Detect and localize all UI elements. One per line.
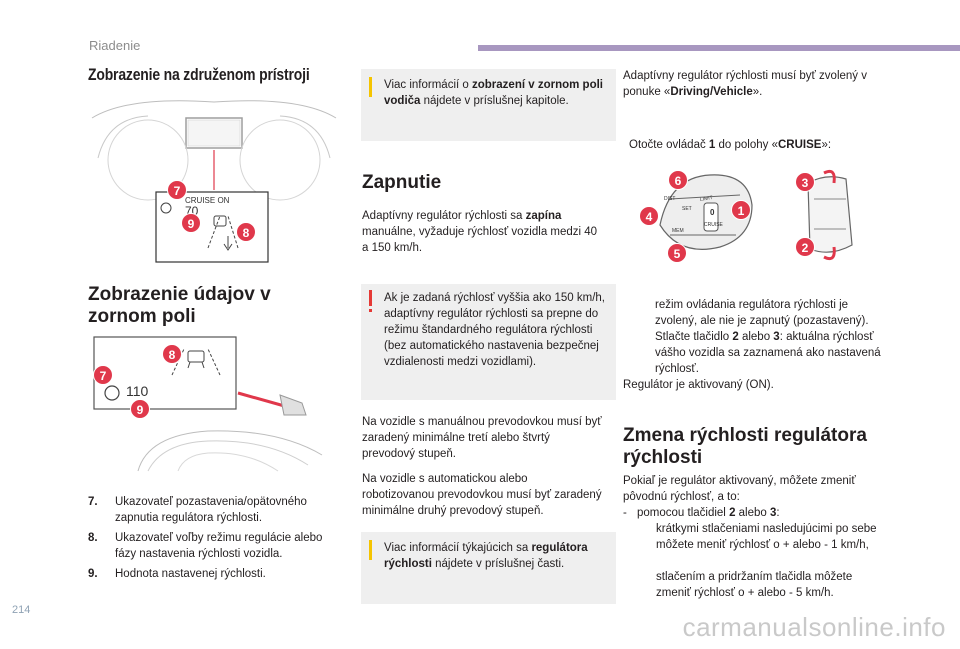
badge-3: 3 [795,172,815,192]
info-text-post: nájdete v príslušnej časti. [431,558,565,570]
para-bold: zapína [525,210,562,222]
item-number: 9. [88,568,98,580]
legend-list: 7. Ukazovateľ pozastavenia/opätovného za… [88,494,338,582]
badge-5: 5 [667,243,687,263]
dash-post: : [776,507,780,519]
info-text-post: nájdete v príslušnej kapitole. [420,95,569,107]
section-header: Riadenie [89,38,141,53]
stalk-label-dist: DIST [664,196,676,202]
info-text-pre: Viac informácií týkajúcich sa [384,542,532,554]
badge-7: 7 [167,180,187,200]
list-item: 8. Ukazovateľ voľby režimu regulácie ale… [88,530,338,562]
step-post: : aktuálna rýchlosť vášho vozidla sa zaz… [655,331,881,375]
dash-text: pomocou tlačidiel 2 alebo 3: [637,505,780,521]
sub-text: stlačením a pridržaním tlačidla môžete z… [656,571,853,599]
step-rotate-result: režim ovládania regulátora rýchlosti je … [655,299,869,327]
step-b1: 2 [732,331,739,343]
para-post: manuálne, vyžaduje rýchlosť vozidla medz… [362,226,598,254]
badge-6: 6 [668,170,688,190]
heading-change-speed: Zmena rýchlosti regulátora rýchlosti [623,425,867,468]
item-text: Ukazovateľ pozastavenia/opätovného zapnu… [115,496,307,524]
heading-head-up-display: Zobrazenie údajov v zornom poli [88,284,271,327]
info-icon [369,77,372,97]
para-pre: Adaptívny regulátor rýchlosti sa [362,210,526,222]
automatic-gearbox-paragraph: Na vozidle s automatickou alebo robotizo… [362,473,602,517]
activation-paragraph: Adaptívny regulátor rýchlosti sa zapína … [362,208,602,256]
step-rotate-control: Otočte ovládač 1 do polohy «CRUISE»: [623,137,893,153]
badge-8: 8 [162,344,182,364]
change-speed-sub-item-1: krátkymi stlačeniami nasledujúcimi po se… [641,521,887,553]
intro-post: ». [752,86,763,98]
info-text: Viac informácií o zobrazení v zornom pol… [384,77,606,109]
list-item: 9. Hodnota nastavenej rýchlosti. [88,566,338,582]
item-number: 7. [88,496,98,508]
page-number: 214 [12,604,31,616]
warning-text: Ak je zadaná rýchlosť vyššia ako 150 km/… [384,292,605,368]
warning-box: Ak je zadaná rýchlosť vyššia ako 150 km/… [361,284,616,400]
item-text: Ukazovateľ voľby režimu regulácie alebo … [115,532,323,560]
badge-7: 7 [93,365,113,385]
info-text-pre: Viac informácií o [384,79,472,91]
info-text-bold: regulátora rýchlosti [384,542,588,570]
badge-2: 2 [795,237,815,257]
change-speed-dash-item: - pomocou tlačidiel 2 alebo 3: [623,505,887,521]
dash-b2: 3 [770,507,777,519]
dash-mid: alebo [735,507,770,519]
change-speed-sub-item-2: stlačením a pridržaním tlačidla môžete z… [641,569,887,601]
info-box-hud: Viac informácií o zobrazení v zornom pol… [361,69,616,141]
header-bar [478,45,960,51]
step-b2: 3 [773,331,780,343]
stalk-label-cruise: CRUISE [704,222,723,228]
hud-speed-value: 110 [126,383,149,399]
cruise-status-text: CRUISE ON [185,196,230,205]
warning-icon [369,290,372,306]
step-mid: alebo [738,331,774,343]
badge-1: 1 [731,200,751,220]
dash-b1: 2 [729,507,736,519]
step-pre: Otočte ovládač [629,139,709,151]
step-mid: do polohy « [715,139,778,151]
dash-pre: pomocou tlačidiel [637,507,730,519]
item-number: 8. [88,532,98,544]
step-bullet [623,329,655,377]
sub-text: krátkymi stlačeniami nasledujúcimi po se… [656,523,877,551]
info-text: Viac informácií týkajúcich sa regulátora… [384,540,606,572]
head-up-display-illustration [88,335,340,475]
badge-4: 4 [639,206,659,226]
intro-bold: Driving/Vehicle [670,86,753,98]
cruise-control-stalk-illustration [640,165,880,265]
info-box-cruise: Viac informácií týkajúcich sa regulátora… [361,532,616,604]
badge-8: 8 [236,222,256,242]
badge-9: 9 [130,399,150,419]
list-item: 7. Ukazovateľ pozastavenia/opätovného za… [88,494,338,526]
step-pre: Stlačte tlačidlo [655,331,733,343]
regulator-activated-text: Regulátor je aktivovaný (ON). [623,379,774,391]
sub-bullet [641,569,656,601]
dash-mark: - [623,507,627,519]
warning-icon-dot [369,309,372,312]
info-text-bold: zobrazení v zornom poli vodiča [384,79,603,107]
change-speed-paragraph: Pokiaľ je regulátor aktivovaný, môžete z… [623,475,856,503]
intro-pre: Adaptívny regulátor rýchlosti musí byť z… [623,70,867,98]
manual-gearbox-paragraph: Na vozidle s manuálnou prevodovkou musí … [362,416,602,460]
step-bold1: 1 [708,139,716,151]
badge-9: 9 [181,213,201,233]
item-text: Hodnota nastavenej rýchlosti. [115,568,266,580]
heading-activation: Zapnutie [362,172,442,193]
page-title: Zobrazenie na združenom prístroji [88,65,310,84]
intro-paragraph: Adaptívny regulátor rýchlosti musí byť z… [623,68,893,100]
step-text: Stlačte tlačidlo 2 alebo 3: aktuálna rýc… [655,329,887,377]
stalk-label-zero: 0 [710,208,715,217]
stalk-label-mem: MEM [672,228,684,234]
step-press-button: Stlačte tlačidlo 2 alebo 3: aktuálna rýc… [623,329,887,377]
step-bold2: CRUISE [777,139,822,151]
watermark: carmanualsonline.info [682,612,946,642]
sub-bullet [641,521,656,553]
instrument-cluster-illustration [88,98,340,266]
info-icon [369,540,372,560]
step-post: »: [821,139,832,151]
stalk-label-set: SET [682,206,692,212]
